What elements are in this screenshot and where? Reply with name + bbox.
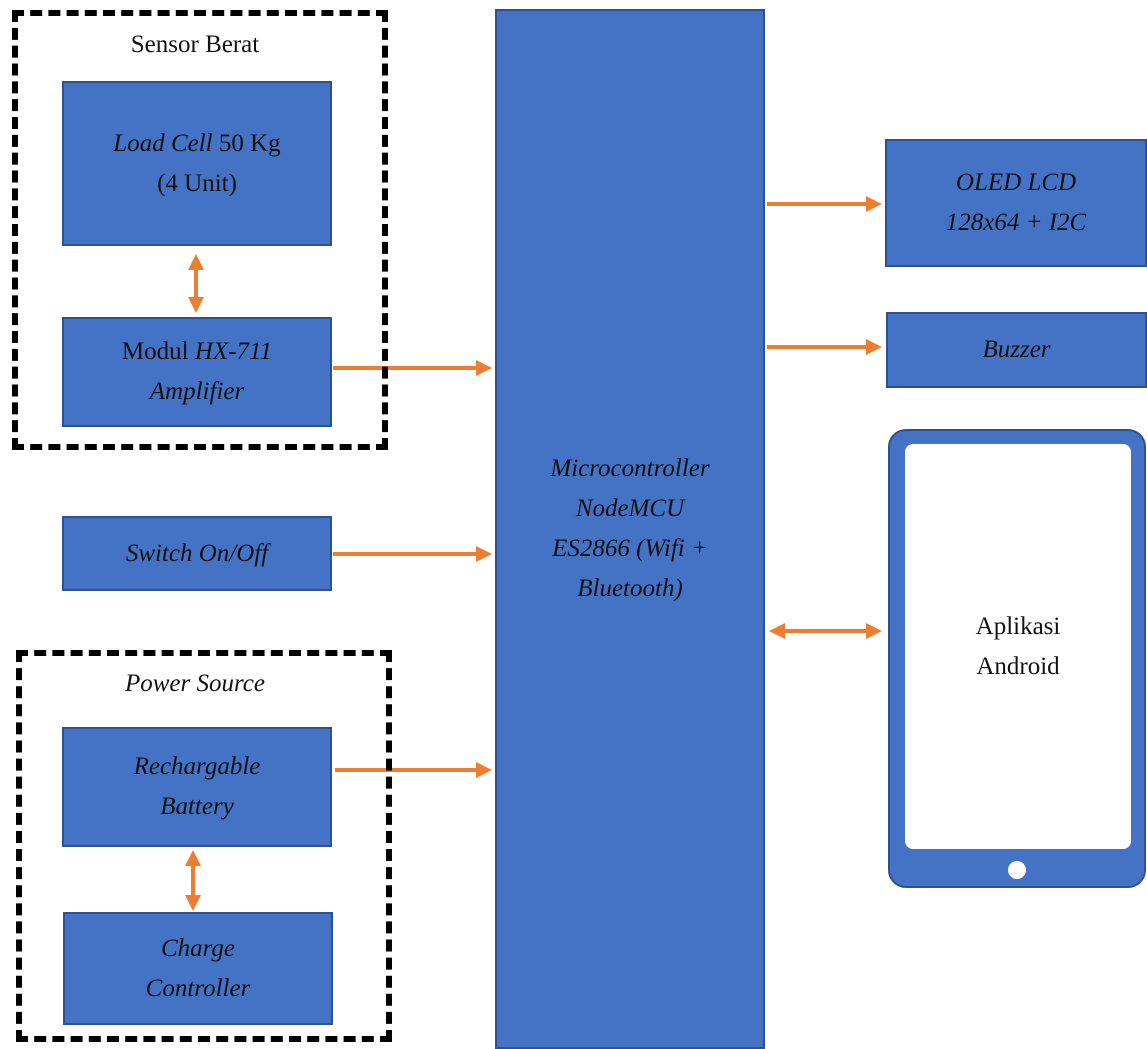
load-cell-block: Load Cell 50 Kg (4 Unit)	[62, 81, 332, 246]
hx711-line2: Amplifier	[149, 378, 245, 405]
oled-line2: 128x64 + I2C	[945, 209, 1087, 236]
buzzer-block: Buzzer	[886, 312, 1147, 388]
mcu-line2: NodeMCU	[575, 495, 685, 522]
home-button-icon	[1008, 861, 1026, 879]
mcu-line1: Microcontroller	[550, 455, 710, 482]
tablet-screen: Aplikasi Android	[905, 444, 1131, 849]
charge-controller-block: Charge Controller	[63, 912, 333, 1025]
mcu-line4: Bluetooth)	[577, 575, 683, 602]
battery-block: Rechargable Battery	[62, 727, 332, 847]
sensor-group-title: Sensor Berat	[130, 31, 260, 58]
android-line1: Aplikasi	[975, 612, 1061, 640]
microcontroller-block: Microcontroller NodeMCU ES2866 (Wifi + B…	[495, 9, 765, 1049]
charge-controller-line1: Charge	[160, 934, 236, 962]
oled-block: OLED LCD 128x64 + I2C	[885, 139, 1147, 267]
charge-controller-line2: Controller	[145, 974, 251, 1002]
android-line2: Android	[976, 652, 1060, 680]
battery-line1: Rechargable	[133, 753, 261, 780]
hx711-line1: Modul HX-711	[121, 338, 273, 365]
buzzer-label: Buzzer	[982, 336, 1051, 363]
load-cell-line1: Load Cell 50 Kg	[113, 129, 281, 157]
power-group-title: Power Source	[124, 670, 265, 697]
switch-block: Switch On/Off	[62, 516, 332, 591]
load-cell-line2: (4 Unit)	[157, 169, 237, 197]
sensor-group-border	[12, 10, 388, 450]
switch-label: Switch On/Off	[125, 539, 269, 567]
battery-line2: Battery	[160, 793, 234, 820]
power-group-border	[16, 650, 392, 1042]
hx711-block: Modul HX-711 Amplifier	[62, 317, 332, 427]
oled-line1: OLED LCD	[955, 169, 1077, 196]
android-tablet: Aplikasi Android	[888, 429, 1146, 888]
mcu-line3: ES2866 (Wifi +	[552, 535, 708, 562]
